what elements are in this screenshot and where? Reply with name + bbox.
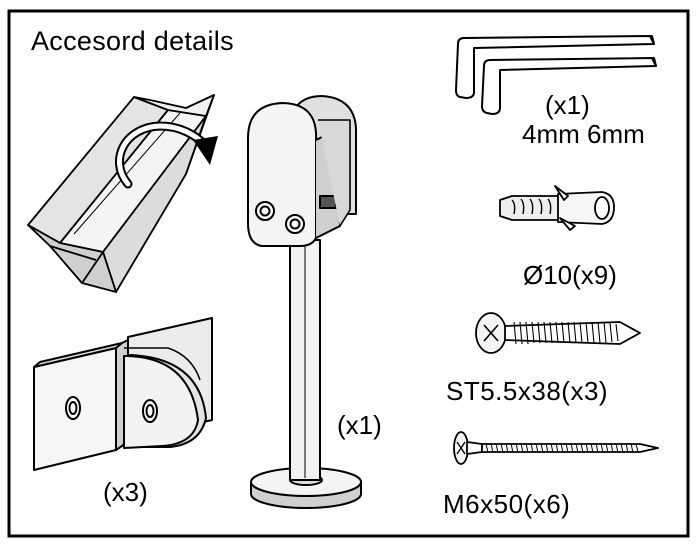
diagram-title: Accesord details xyxy=(31,26,234,56)
post-clamp-quantity: (x1) xyxy=(337,410,382,440)
hex-wrench-sizes: 4mm 6mm xyxy=(522,119,645,149)
standoff-glass-clamp-icon xyxy=(247,95,362,509)
machine-screw-icon xyxy=(453,431,659,465)
hex-wrench-quantity: (x1) xyxy=(545,90,590,120)
wall-clamp-quantity: (x3) xyxy=(103,477,148,507)
cross-head-screw-icon xyxy=(475,312,641,354)
hex-key-icon xyxy=(455,35,657,115)
angle-glass-clamp-icon xyxy=(33,317,213,471)
st-screw-label: ST5.5x38(x3) xyxy=(446,376,609,406)
wall-plug-icon xyxy=(499,185,615,231)
rotate-arrow-icon xyxy=(115,121,218,189)
wall-anchor-label: Ø10(x9) xyxy=(523,260,617,290)
m6-screw-label: M6x50(x6) xyxy=(443,489,571,519)
